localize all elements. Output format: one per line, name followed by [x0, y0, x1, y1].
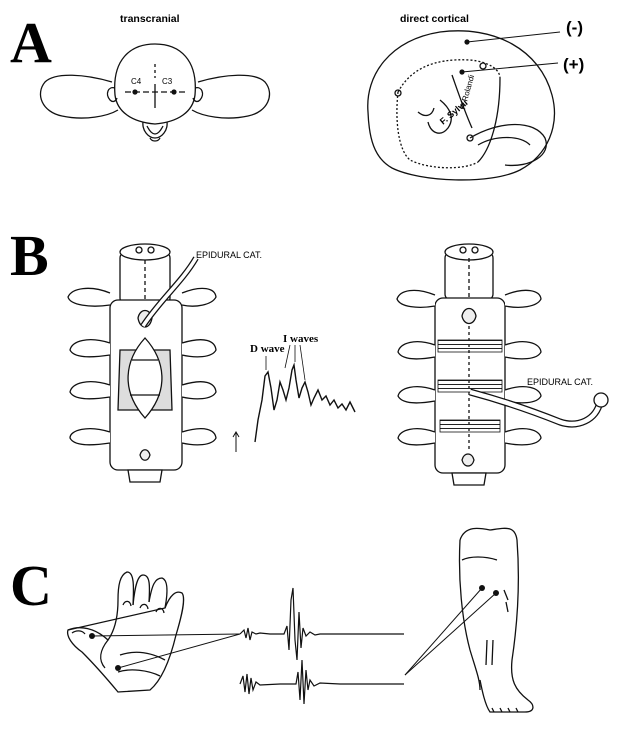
panel-c: C — [10, 528, 533, 712]
electrode-c4-label: C4 — [131, 77, 142, 86]
d-i-wave-trace — [255, 365, 355, 442]
electrode-c3 — [171, 89, 176, 94]
panel-a: A transcranial direct cortical C4 C3 — [10, 10, 584, 180]
panel-b-letter: B — [10, 223, 49, 288]
ligament-band — [438, 380, 502, 392]
left-spine-drawing — [68, 244, 216, 482]
right-spine-drawing — [397, 244, 541, 485]
panel-b: B — [10, 223, 608, 485]
electrode-c4 — [132, 89, 137, 94]
transcranial-head-drawing — [40, 44, 269, 141]
transcranial-title: transcranial — [120, 13, 180, 25]
plus-leader-line — [462, 63, 558, 72]
right-catheter-label: EPIDURAL CAT. — [527, 377, 593, 387]
plus-label: (+) — [563, 55, 584, 74]
upper-mep-trace — [240, 588, 404, 660]
panel-c-letter: C — [10, 553, 52, 618]
d-wave-label: D wave — [250, 343, 285, 355]
left-catheter-label: EPIDURAL CAT. — [196, 250, 262, 260]
ligament-band — [440, 420, 500, 432]
i-waves-label: I waves — [283, 333, 319, 345]
minus-leader-line — [467, 32, 560, 42]
hand-drawing — [68, 572, 184, 692]
lower-mep-trace — [240, 660, 404, 704]
panel-a-letter: A — [10, 10, 52, 75]
minus-label: (-) — [566, 18, 583, 37]
direct-cortical-title: direct cortical — [400, 13, 469, 25]
electrode-c3-label: C3 — [162, 77, 173, 86]
leg-drawing — [459, 528, 532, 712]
ligament-band — [438, 340, 502, 352]
